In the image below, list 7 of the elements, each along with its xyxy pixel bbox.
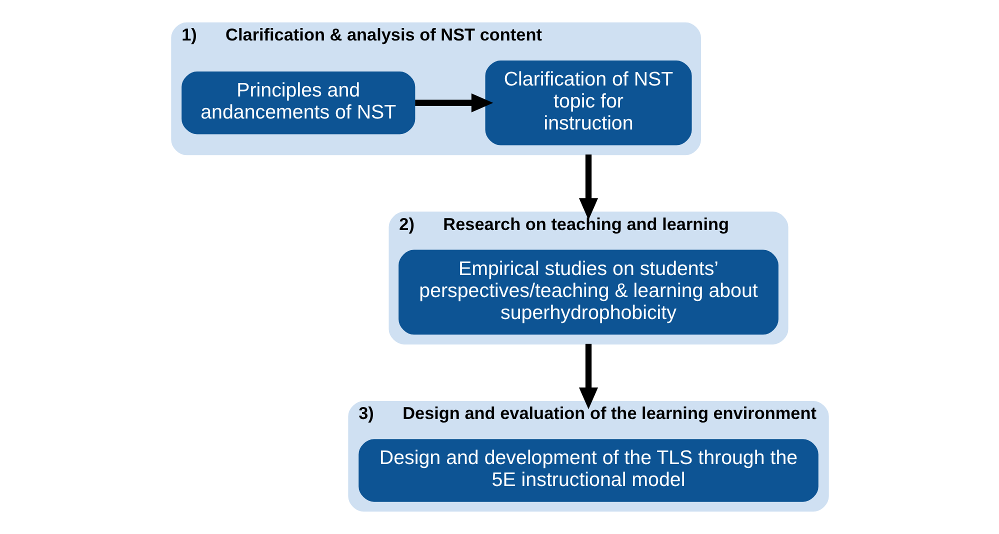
node-box: Clarification of NST topic for instruction xyxy=(484,60,692,146)
arrow xyxy=(414,93,493,112)
arrow xyxy=(578,154,598,220)
arrow xyxy=(578,344,598,410)
node-box: Empirical studies on students’ perspectives/teaching & learning about superhydrophobicity xyxy=(398,250,778,335)
node-box: Design and development of the TLS through the 5E instructional model xyxy=(358,439,818,502)
node-box: Principles and andancements of NST xyxy=(181,72,415,134)
